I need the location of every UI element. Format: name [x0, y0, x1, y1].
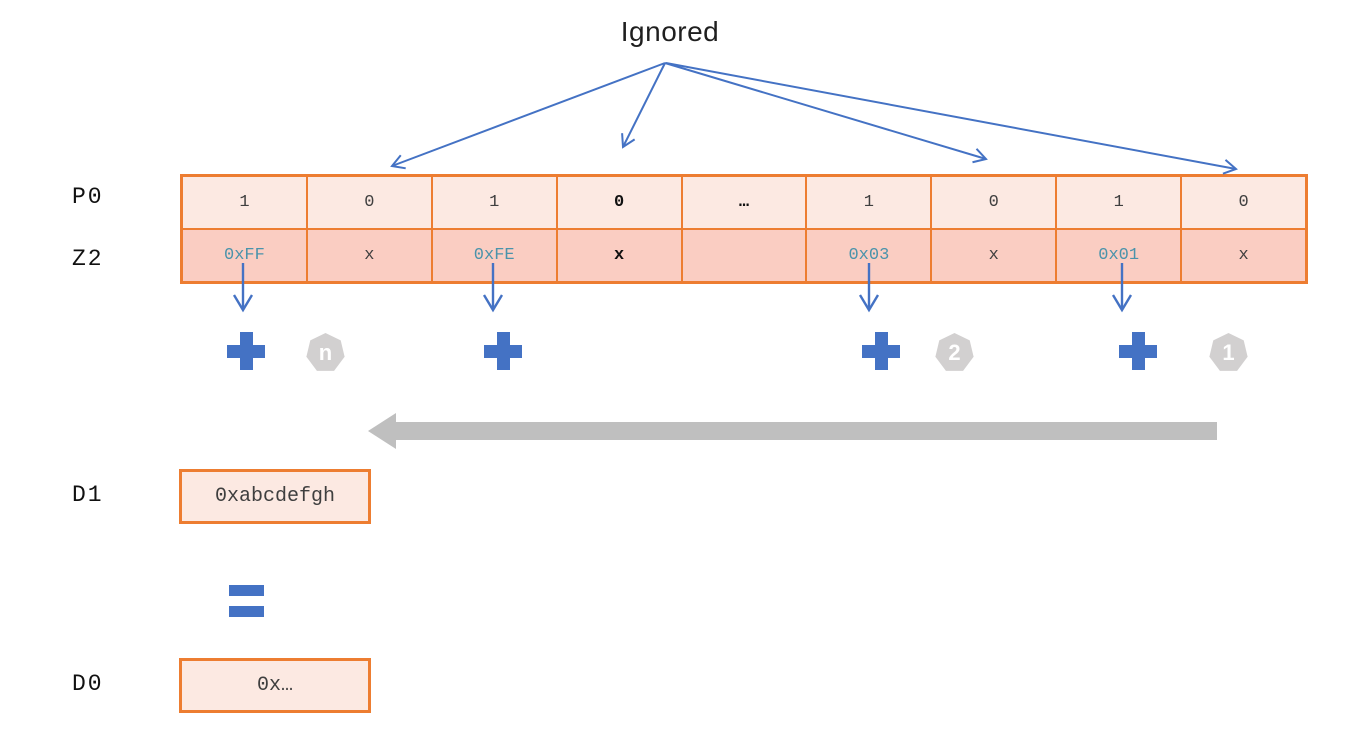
d1-value-box: 0xabcdefgh [179, 469, 371, 524]
bit-cell-p0-6: 0 [931, 176, 1057, 229]
bit-cell-p0-3: 0 [556, 176, 682, 229]
bit-cell-p0-4: … [681, 176, 807, 229]
bit-cell-z2-2: 0xFE [431, 229, 557, 282]
plus-icon [227, 332, 265, 370]
badge-label: 1 [1222, 339, 1235, 365]
bit-cell-z2-5: 0x03 [806, 229, 932, 282]
badge-label: 2 [948, 339, 961, 365]
bit-cell-p0-0: 1 [182, 176, 307, 229]
left-flow-arrow [368, 413, 1217, 449]
plus-icon [862, 332, 900, 370]
d0-value: 0x… [256, 674, 293, 697]
plus-icon [1119, 332, 1157, 370]
bit-cell-z2-3: x [556, 229, 682, 282]
bit-cell-p0-5: 1 [806, 176, 932, 229]
plus-icon [484, 332, 522, 370]
d1-value: 0xabcdefgh [214, 485, 336, 508]
d0-value-box: 0x… [179, 658, 371, 713]
bit-cell-z2-7: 0x01 [1056, 229, 1182, 282]
bit-cell-p0-8: 0 [1181, 176, 1306, 229]
bit-cell-z2-4 [681, 229, 807, 282]
bit-cell-p0-1: 0 [306, 176, 432, 229]
bit-cell-z2-1: x [306, 229, 432, 282]
bit-cell-z2-8: x [1181, 229, 1306, 282]
bit-cell-z2-6: x [931, 229, 1057, 282]
row-label-z2: Z2 [72, 246, 104, 272]
badge-label: n [318, 339, 333, 365]
ignored-label: Ignored [620, 16, 720, 47]
ignored-fan-arrows [390, 62, 1238, 175]
row-label-p0: P0 [72, 184, 104, 210]
bit-cell-z2-0: 0xFF [182, 229, 307, 282]
row-label-d0: D0 [72, 671, 104, 697]
count-badge-2: 2 [935, 333, 974, 371]
bit-cell-p0-7: 1 [1056, 176, 1182, 229]
bit-cell-p0-2: 1 [431, 176, 557, 229]
row-label-d1: D1 [72, 482, 104, 508]
count-badge-1: 1 [1209, 333, 1248, 371]
count-badge-n: n [306, 333, 345, 371]
equals-icon [229, 585, 264, 617]
